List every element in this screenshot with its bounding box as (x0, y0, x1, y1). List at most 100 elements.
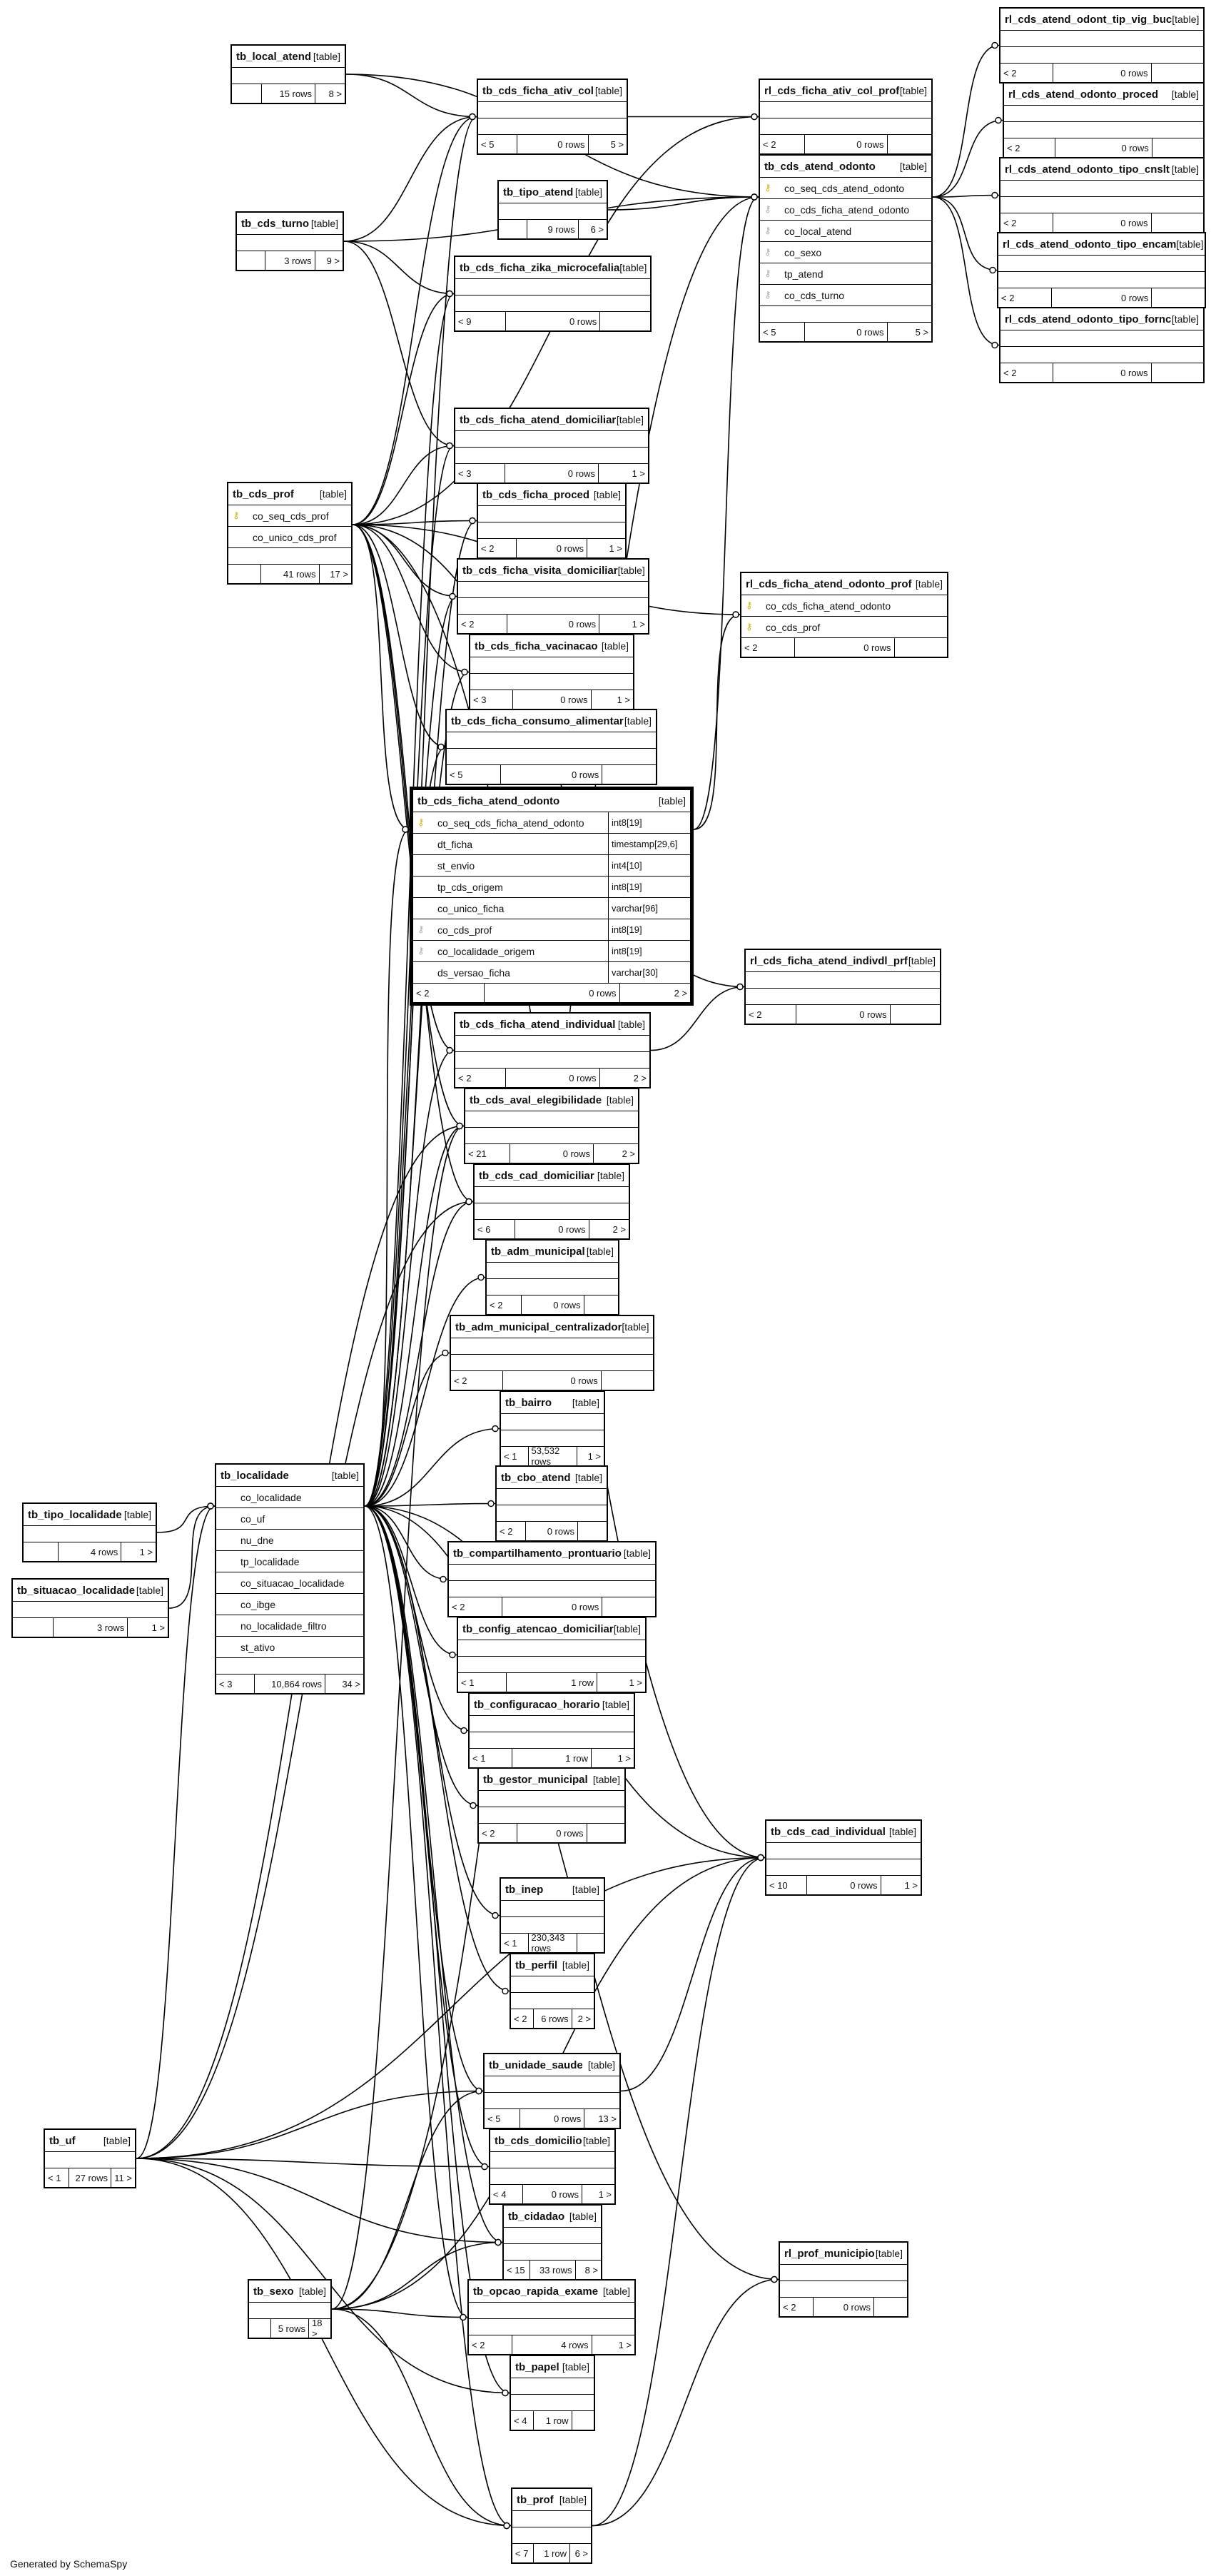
parent-count[interactable] (13, 1618, 54, 1637)
table-tb-adm-municipal-centralizador[interactable]: tb_adm_municipal_centralizador[table]< 2… (450, 1315, 654, 1391)
parent-count[interactable]: < 2 (760, 135, 805, 153)
table-name[interactable]: tb_config_atencao_domiciliar (462, 1622, 614, 1635)
child-count[interactable]: 2 > (612, 1223, 626, 1235)
child-count[interactable]: 1 > (617, 694, 630, 705)
child-count[interactable]: 1 > (151, 1622, 165, 1633)
table-name[interactable]: tb_cds_ficha_atend_individual (460, 1018, 616, 1031)
child-count[interactable] (895, 638, 948, 657)
table-name[interactable]: tb_cds_atend_odonto (764, 160, 876, 173)
parent-count[interactable] (232, 84, 262, 103)
table-name[interactable]: tb_papel (515, 2360, 559, 2373)
parent-count[interactable]: < 5 (447, 765, 501, 784)
child-count[interactable] (602, 1371, 653, 1390)
parent-count[interactable]: < 2 (780, 2298, 814, 2316)
parent-count[interactable] (499, 220, 528, 238)
parent-count[interactable]: < 1 (45, 2168, 69, 2187)
child-count[interactable] (1152, 288, 1205, 307)
table-tb-cds-atend-odonto[interactable]: tb_cds_atend_odonto[table]⚷co_seq_cds_at… (759, 154, 933, 343)
child-count[interactable]: 1 > (139, 1546, 153, 1557)
parent-count[interactable]: < 2 (1004, 138, 1056, 157)
child-count[interactable]: 6 > (590, 223, 604, 235)
table-name[interactable]: tb_cidadao (508, 2210, 565, 2223)
table-name[interactable]: rl_cds_ficha_ativ_col_prof (764, 84, 900, 97)
child-count[interactable]: 2 > (577, 2013, 591, 2024)
table-name[interactable]: tb_cds_ficha_atend_odonto (417, 794, 560, 807)
table-name[interactable]: rl_cds_ficha_atend_indivdl_prf (750, 954, 908, 967)
child-count[interactable]: 1 > (618, 2339, 632, 2350)
parent-count[interactable]: < 3 (470, 690, 513, 709)
column-name[interactable]: co_unico_ficha (437, 902, 505, 914)
table-rl-cds-atend-odont-tip-vig-buc[interactable]: rl_cds_atend_odont_tip_vig_buc[table]< 2… (999, 7, 1205, 84)
column-name[interactable]: dt_ficha (437, 838, 473, 850)
column-name[interactable]: tp_cds_origem (437, 881, 503, 893)
column-name[interactable]: co_seq_cds_ficha_atend_odonto (437, 817, 584, 829)
parent-count[interactable]: < 2 (511, 2009, 534, 2028)
child-count[interactable] (572, 2411, 594, 2430)
table-name[interactable]: tb_tipo_localidade (28, 1508, 122, 1521)
parent-count[interactable]: < 10 (766, 1876, 807, 1894)
child-count[interactable]: 2 > (633, 1072, 647, 1084)
child-count[interactable] (1152, 64, 1204, 82)
column-name[interactable]: tp_localidade (240, 1555, 300, 1567)
table-name[interactable]: tb_cds_cad_domiciliar (479, 1169, 594, 1182)
child-count[interactable] (874, 2298, 907, 2316)
table-name[interactable]: tb_configuracao_horario (474, 1698, 600, 1711)
parent-count[interactable]: < 4 (490, 2185, 523, 2203)
parent-count[interactable] (24, 1542, 59, 1561)
table-name[interactable]: tb_compartilhamento_prontuario (453, 1547, 622, 1560)
child-count[interactable]: 8 > (328, 88, 342, 99)
table-tb-compartilhamento-prontuario[interactable]: tb_compartilhamento_prontuario[table]< 2… (447, 1541, 657, 1617)
parent-count[interactable] (228, 565, 261, 583)
column-name[interactable]: co_seq_cds_prof (253, 510, 329, 522)
table-name[interactable]: tb_localidade (221, 1469, 289, 1482)
child-count[interactable]: 5 > (610, 138, 624, 150)
parent-count[interactable]: < 2 (479, 1824, 517, 1842)
table-name[interactable]: tb_situacao_localidade (17, 1584, 136, 1597)
column-name[interactable]: st_envio (437, 859, 475, 872)
parent-count[interactable]: < 3 (455, 464, 505, 483)
table-name[interactable]: tb_inep (505, 1883, 544, 1896)
table-tb-cds-ficha-visita-domiciliar[interactable]: tb_cds_ficha_visita_domiciliar[table]< 2… (457, 558, 649, 635)
table-name[interactable]: tb_cbo_atend (501, 1471, 571, 1484)
column-name[interactable]: co_cds_prof (766, 621, 821, 633)
child-count[interactable]: 9 > (326, 255, 340, 266)
column-name[interactable]: co_sexo (784, 246, 822, 258)
parent-count[interactable]: < 7 (512, 2544, 534, 2562)
parent-count[interactable]: < 1 (458, 1673, 507, 1692)
parent-count[interactable]: < 2 (449, 1597, 502, 1616)
column-name[interactable]: co_uf (240, 1512, 265, 1525)
table-rl-cds-atend-odonto-tipo-fornc[interactable]: rl_cds_atend_odonto_tipo_fornc[table]< 2… (999, 307, 1205, 383)
table-name[interactable]: tb_perfil (515, 1959, 558, 1971)
table-name[interactable]: tb_sexo (253, 2285, 294, 2298)
child-count[interactable]: 1 > (629, 1677, 642, 1688)
child-count[interactable] (584, 1295, 619, 1314)
table-name[interactable]: tb_adm_municipal_centralizador (455, 1320, 622, 1333)
parent-count[interactable]: < 2 (1000, 213, 1053, 232)
parent-count[interactable]: < 2 (746, 1005, 796, 1024)
table-name[interactable]: tb_bairro (505, 1396, 552, 1409)
parent-count[interactable]: < 3 (216, 1675, 255, 1693)
child-count[interactable] (888, 135, 932, 153)
parent-count[interactable]: < 21 (465, 1144, 510, 1163)
table-name[interactable]: rl_cds_atend_odont_tip_vig_buc (1005, 13, 1172, 26)
